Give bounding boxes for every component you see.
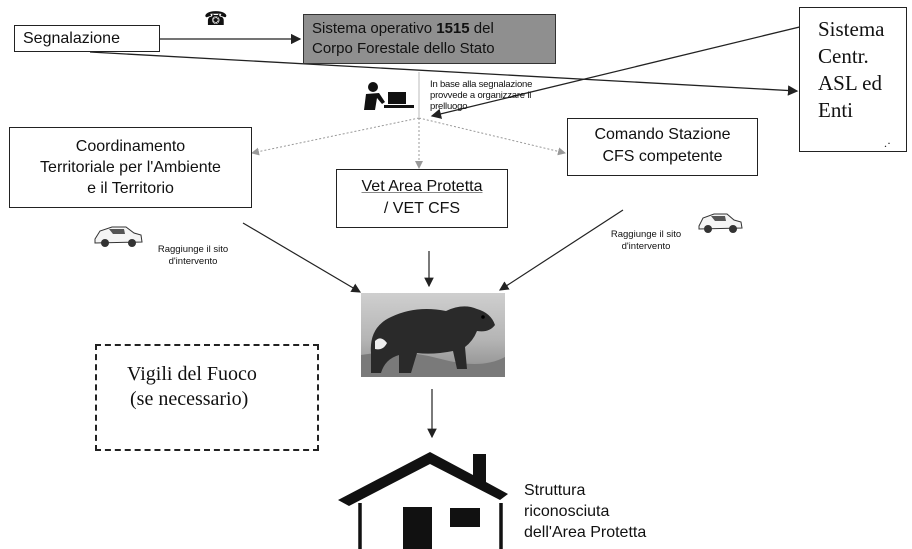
coordination-box: Coordinamento Territoriale per l'Ambient… (9, 127, 252, 208)
car-icon (94, 226, 143, 247)
firefighters-line1: Vigili del Fuoco (127, 363, 257, 385)
coordination-line2: Territoriale per l'Ambiente (40, 159, 221, 176)
central-system-line3: ASL ed (818, 71, 882, 95)
arrow-command-to-site (498, 209, 624, 291)
dotted-to-command (418, 117, 566, 156)
car-icon (698, 213, 743, 233)
command-line1: Comando Stazione (594, 126, 731, 143)
arrow-central-to-operator (430, 23, 813, 119)
bear-photo (361, 293, 505, 377)
central-system-box: Sistema Centr. ASL ed Enti .· (799, 7, 907, 152)
telephone-icon: ☎ (204, 9, 228, 30)
house-icon (338, 452, 508, 549)
central-system-line4: Enti (818, 98, 853, 122)
coordination-line3: e il Territorio (87, 180, 174, 197)
central-system-line1: Sistema (818, 17, 885, 41)
dotted-to-coordination (251, 117, 420, 156)
coordination-line1: Coordinamento (75, 138, 186, 155)
firefighters-box: Vigili del Fuoco (se necessario) (95, 344, 319, 451)
reach-right-label: Raggiunge il sito d'intervento (610, 229, 682, 252)
vet-line2: / VET CFS (383, 200, 461, 217)
arrow-report-to-central (89, 51, 799, 96)
facility-label: Struttura riconosciuta dell'Area Protett… (524, 482, 647, 541)
operator-note: In base alla segnalazione provvede a org… (430, 79, 533, 112)
dot-mark: .· (884, 136, 891, 150)
operator-icon (364, 82, 414, 110)
vet-box: Vet Area Protetta / VET CFS (336, 169, 508, 228)
system-1515-line2: Corpo Forestale dello Stato (312, 40, 495, 57)
report-box: Segnalazione (14, 25, 160, 52)
arrow-coordination-to-site (242, 222, 362, 293)
system-1515-box: Sistema operativo 1515 del Corpo Foresta… (303, 14, 556, 64)
central-system-line2: Centr. (818, 44, 869, 68)
command-line2: CFS competente (602, 148, 723, 165)
system-1515-line1: Sistema operativo 1515 del (312, 20, 494, 37)
reach-left-label: Raggiunge il sito d'intervento (157, 244, 229, 267)
command-box: Comando Stazione CFS competente (567, 118, 758, 176)
firefighters-line2: (se necessario) (130, 388, 249, 410)
report-label: Segnalazione (23, 30, 120, 47)
vet-line1: Vet Area Protetta (361, 178, 483, 195)
